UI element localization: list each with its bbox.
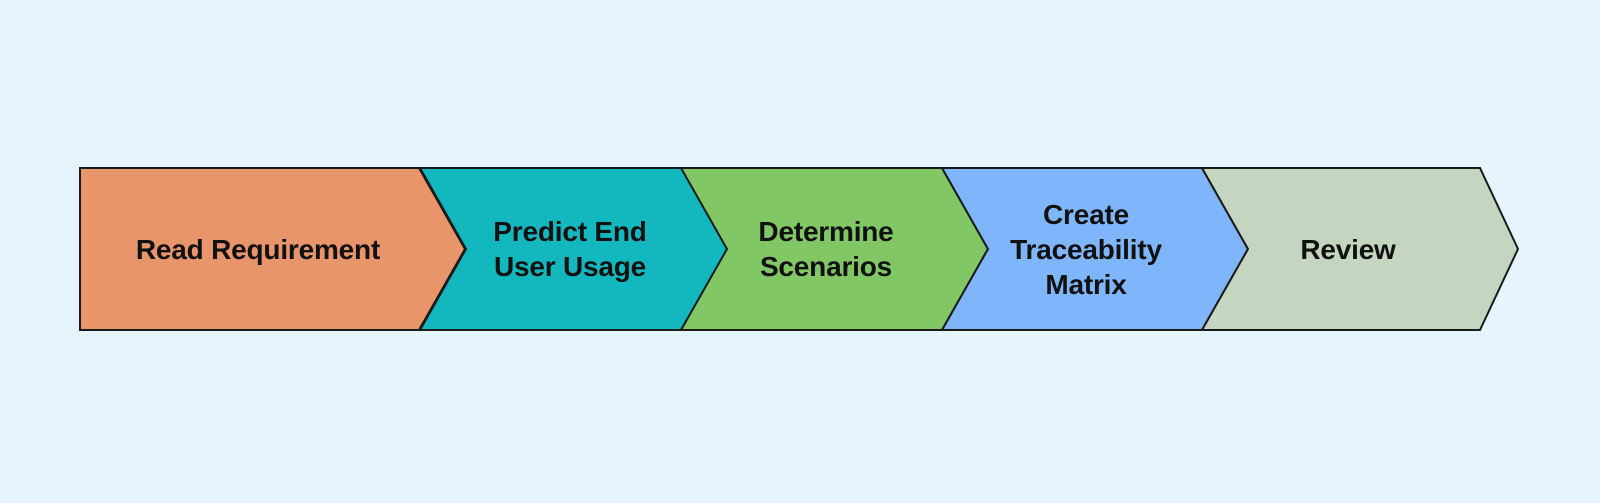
process-step-shape-2[interactable] [418, 167, 730, 331]
process-step-shape-3[interactable] [679, 167, 990, 331]
process-step-shape-5[interactable] [1200, 167, 1520, 331]
process-step-shape-1[interactable] [79, 167, 467, 331]
process-step-shape-4[interactable] [940, 167, 1250, 331]
